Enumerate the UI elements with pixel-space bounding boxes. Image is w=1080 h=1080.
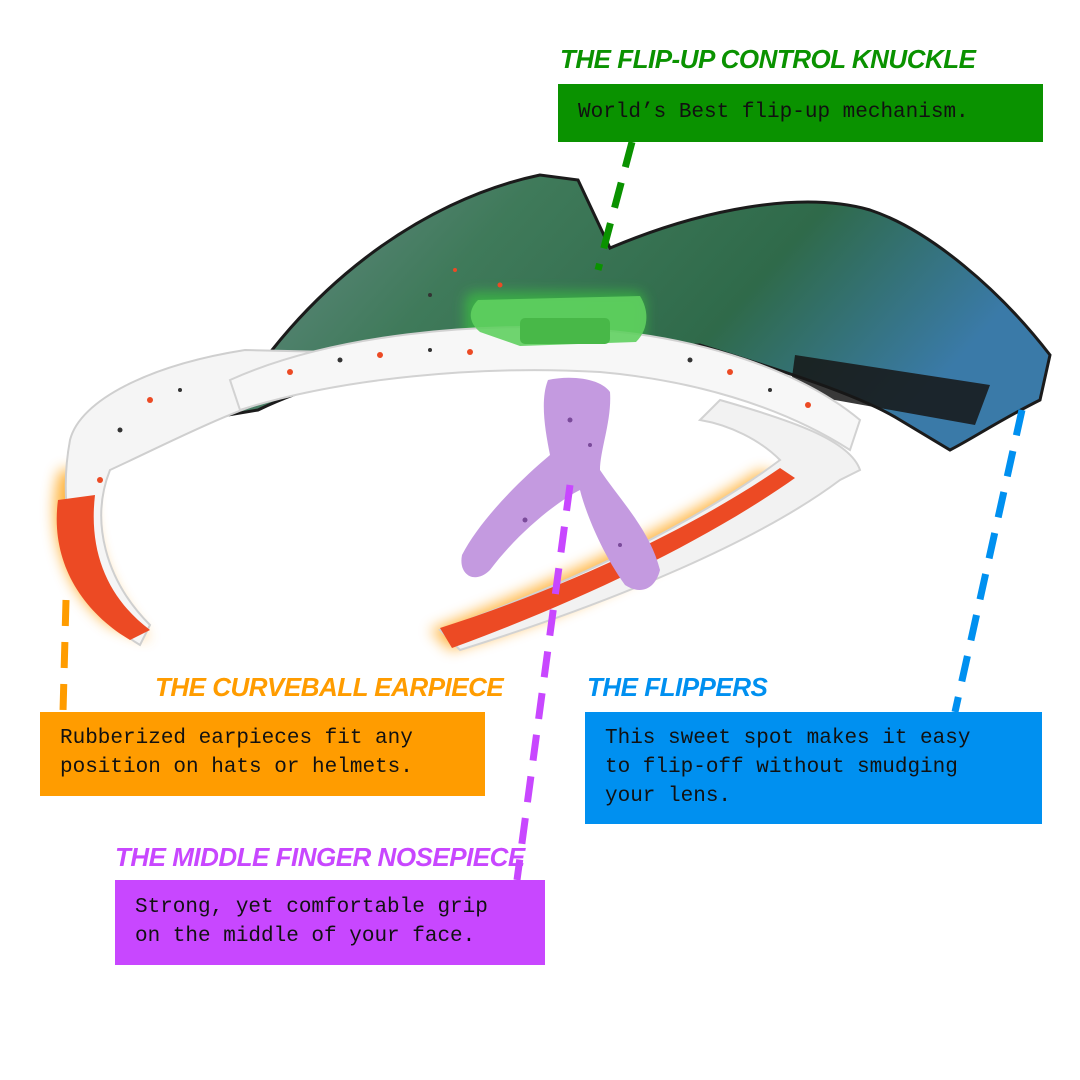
nosepiece-title: THE MIDDLE FINGER NOSEPIECE xyxy=(115,842,525,872)
earpiece-title: THE CURVEBALL EARPIECE xyxy=(155,672,504,702)
left-earpiece xyxy=(56,495,150,640)
knuckle-callout: World’s Best flip-up mechanism. xyxy=(558,84,1043,142)
nosepiece xyxy=(461,377,660,590)
flippers-title: THE FLIPPERS xyxy=(587,672,768,702)
flippers-leader-line xyxy=(951,409,1026,713)
knuckle-title: THE FLIP-UP CONTROL KNUCKLE xyxy=(560,44,976,74)
frame-brow xyxy=(228,326,862,452)
nosepiece-description: Strong, yet comfortable grip on the midd… xyxy=(135,896,488,948)
earpiece-callout: Rubberized earpieces fit any position on… xyxy=(40,712,485,796)
nosepiece-callout: Strong, yet comfortable grip on the midd… xyxy=(115,880,545,965)
right-earpiece xyxy=(440,468,795,648)
lens-logo xyxy=(790,355,990,425)
earpiece-leader-line xyxy=(59,599,70,713)
knuckle-leader-line xyxy=(594,141,636,271)
knuckle-hinge xyxy=(520,318,610,344)
earpiece-description: Rubberized earpieces fit any position on… xyxy=(60,727,413,779)
knuckle-description: World’s Best flip-up mechanism. xyxy=(578,101,969,124)
flippers-callout: This sweet spot makes it easy to flip-of… xyxy=(585,712,1042,824)
flippers-description: This sweet spot makes it easy to flip-of… xyxy=(605,727,971,808)
speckle-pattern xyxy=(97,268,811,547)
nosepiece-leader-line xyxy=(513,484,574,881)
